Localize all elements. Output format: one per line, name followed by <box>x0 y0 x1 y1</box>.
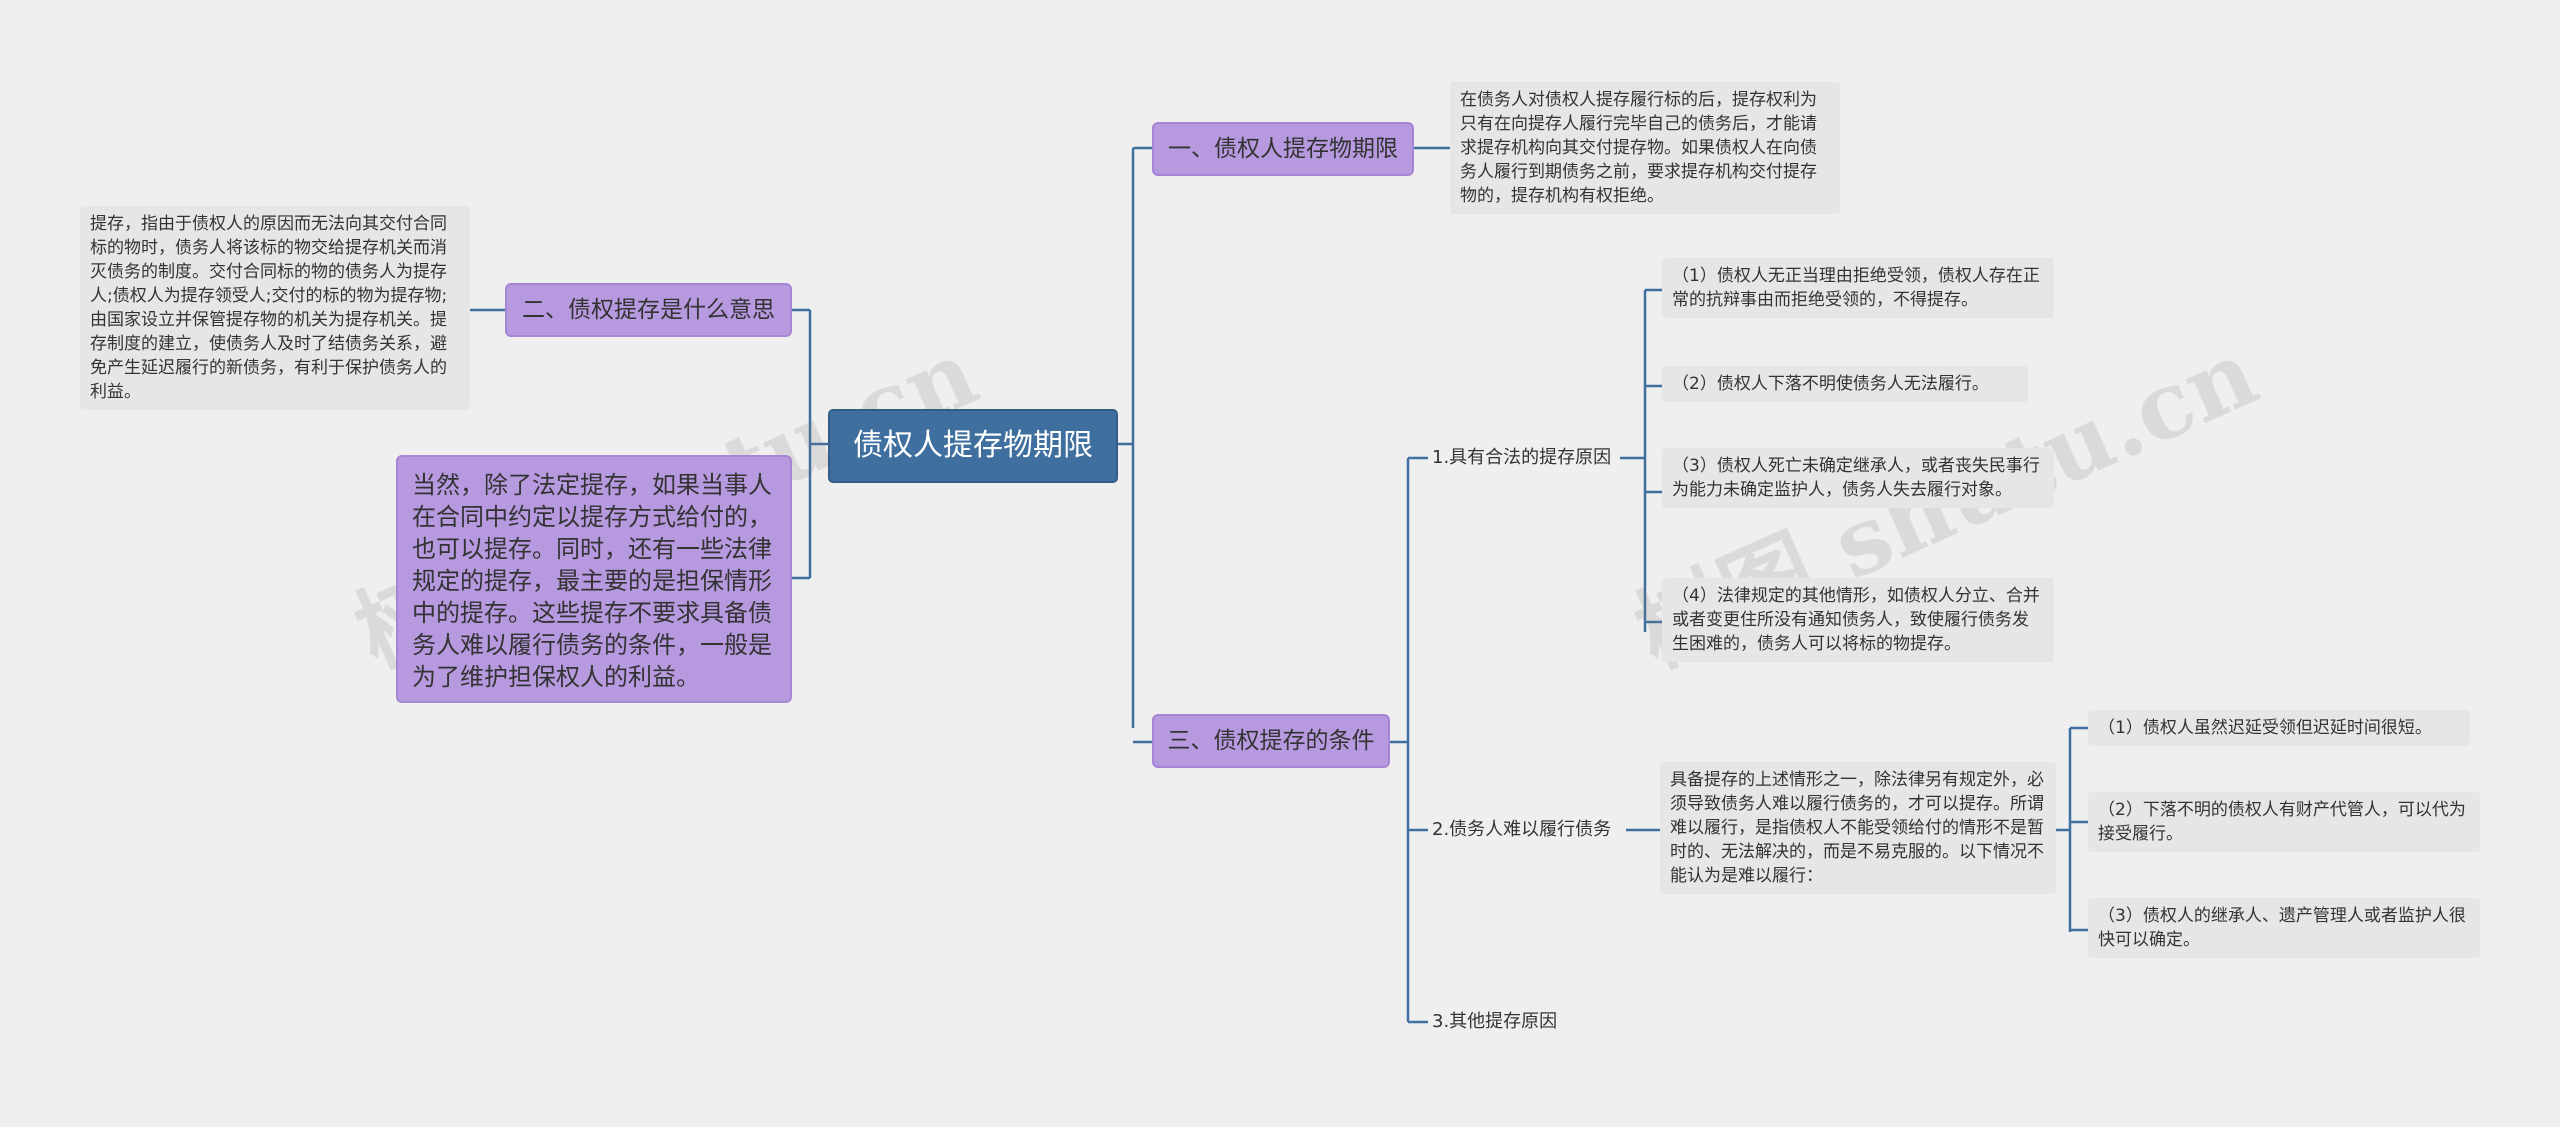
condition-other-causes[interactable]: 3.其他提存原因 <box>1428 1008 1562 1036</box>
legal-cause-item-1: （1）债权人无正当理由拒绝受领，债权人存在正常的抗辩事由而拒绝受领的，不得提存。 <box>1662 258 2054 318</box>
branch-expiry-note: 在债务人对债权人提存履行标的后，提存权利为只有在向提存人履行完毕自己的债务后，才… <box>1450 82 1840 214</box>
not-hard-item-2: （2）下落不明的债权人有财产代管人，可以代为接受履行。 <box>2088 792 2480 852</box>
hard-to-perform-note: 具备提存的上述情形之一，除法律另有规定外，必须导致债务人难以履行债务的，才可以提… <box>1660 762 2056 894</box>
condition-hard-to-perform[interactable]: 2.债务人难以履行债务 <box>1428 816 1616 844</box>
condition-legal-cause[interactable]: 1.具有合法的提存原因 <box>1428 444 1616 472</box>
branch-other-deposit-topic[interactable]: 当然，除了法定提存，如果当事人在合同中约定以提存方式给付的，也可以提存。同时，还… <box>396 455 792 703</box>
root-topic[interactable]: 债权人提存物期限 <box>828 409 1118 483</box>
legal-cause-item-4: （4）法律规定的其他情形，如债权人分立、合并或者变更住所没有通知债务人，致使履行… <box>1662 578 2054 662</box>
connector-c2-items <box>2056 726 2088 932</box>
not-hard-item-1: （1）债权人虽然迟延受领但迟延时间很短。 <box>2088 710 2470 746</box>
not-hard-item-3: （3）债权人的继承人、遗产管理人或者监护人很快可以确定。 <box>2088 898 2480 958</box>
connector-c1-items <box>1620 288 1662 632</box>
connector-root-right <box>1118 146 1152 744</box>
branch-meaning-note: 提存，指由于债权人的原因而无法向其交付合同标的物时，债务人将该标的物交给提存机关… <box>80 206 470 410</box>
branch-expiry-topic[interactable]: 一、债权人提存物期限 <box>1152 122 1414 176</box>
connector-root-left <box>792 308 828 580</box>
legal-cause-item-2: （2）债权人下落不明使债务人无法履行。 <box>1662 366 2028 402</box>
branch-conditions-topic[interactable]: 三、债权提存的条件 <box>1152 714 1390 768</box>
connector-b4-children <box>1390 456 1428 1024</box>
branch-meaning-topic[interactable]: 二、债权提存是什么意思 <box>505 283 792 337</box>
legal-cause-item-3: （3）债权人死亡未确定继承人，或者丧失民事行为能力未确定监护人，债务人失去履行对… <box>1662 448 2054 508</box>
